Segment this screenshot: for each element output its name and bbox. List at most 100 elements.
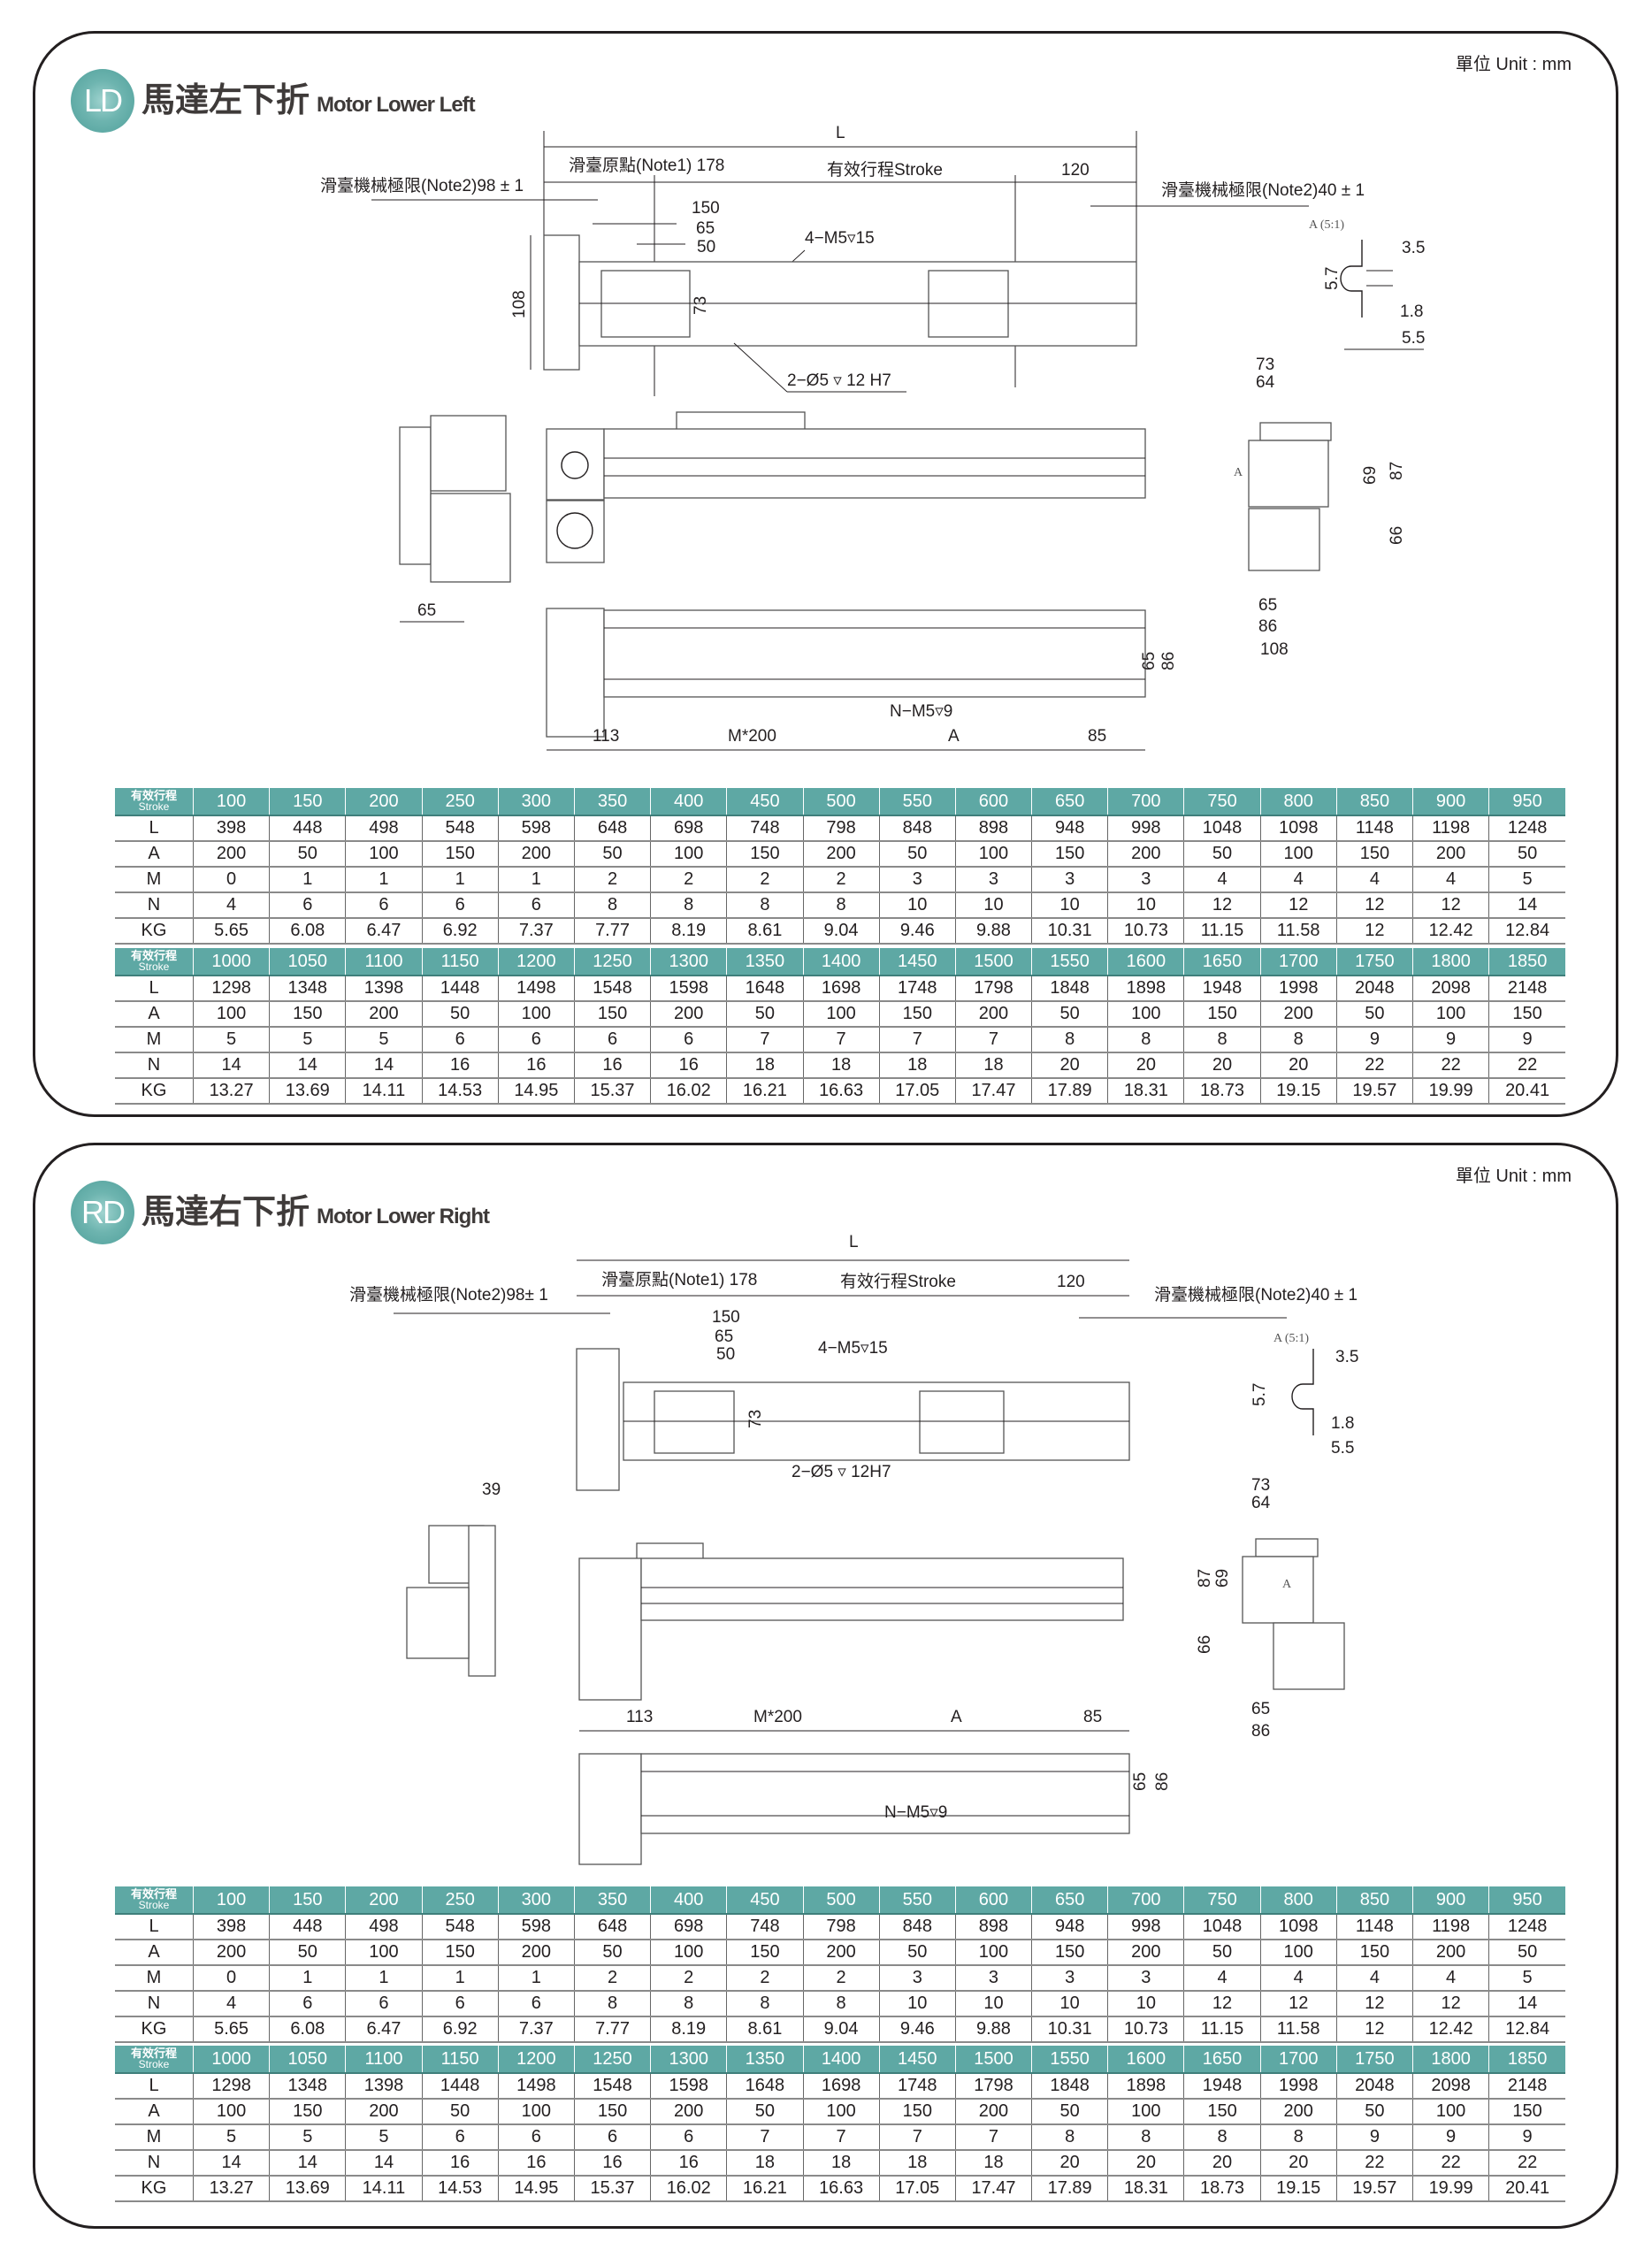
table-cell: 50	[269, 841, 346, 868]
row-label: N	[115, 2150, 194, 2177]
table-cell: 2048	[1335, 2073, 1413, 2100]
stroke-cell: 1800	[1411, 948, 1489, 976]
stroke-cell: 1450	[878, 948, 956, 976]
table-cell: 7	[954, 1027, 1032, 1053]
stroke-cell: 700	[1107, 788, 1184, 816]
stroke-cell: 850	[1335, 788, 1413, 816]
stroke-cell: 250	[421, 788, 499, 816]
table-cell: 4	[1335, 867, 1413, 893]
end-dim-69: 69	[1361, 466, 1380, 485]
table-cell: 100	[1259, 841, 1337, 868]
table-cell: 1948	[1183, 976, 1261, 1002]
table-cell: 5	[1488, 867, 1565, 893]
table-cell: 200	[802, 841, 880, 868]
table-cell: 100	[497, 1001, 575, 1028]
detail-title: A (5:1)	[1309, 218, 1344, 232]
bot-dim-85: 85	[1088, 727, 1106, 746]
table-cell: 8	[726, 892, 803, 919]
row-label: KG	[115, 2176, 194, 2202]
stroke-cell: 450	[726, 1886, 803, 1915]
table-cell: 18	[726, 1052, 803, 1079]
table-cell: 150	[726, 1940, 803, 1966]
table-cell: 9.46	[878, 918, 956, 945]
row-label: A	[115, 2099, 194, 2125]
end-dim-64: 64	[1256, 373, 1275, 392]
table-cell: 19.15	[1259, 1078, 1337, 1105]
table-cell: 200	[802, 1940, 880, 1966]
table-cell: 50	[421, 2099, 499, 2125]
table-cell: 1	[345, 867, 423, 893]
table-cell: 6	[573, 2124, 651, 2151]
table-cell: 150	[878, 1001, 956, 1028]
row-label: KG	[115, 1078, 194, 1105]
table-cell: 19.99	[1411, 2176, 1489, 2202]
stroke-cell: 1600	[1107, 948, 1184, 976]
table-cell: 50	[878, 841, 956, 868]
stroke-cell: 500	[802, 788, 880, 816]
table-cell: 50	[1488, 841, 1565, 868]
table-cell: 10	[878, 1991, 956, 2017]
table-cell: 17.89	[1031, 2176, 1108, 2202]
table-cell: 200	[1259, 2099, 1337, 2125]
dim-limit-right: 滑臺機械極限(Note2)40 ± 1	[1154, 1285, 1358, 1305]
table-cell: 13.69	[269, 2176, 346, 2202]
table-cell: 100	[650, 841, 727, 868]
table-cell: 5	[1488, 1965, 1565, 1992]
table-cell: 5	[192, 2124, 270, 2151]
section-title-en: Motor Lower Left	[317, 93, 476, 117]
table-cell: 948	[1031, 815, 1108, 842]
end-dim-87: 87	[1388, 462, 1406, 480]
table-cell: 18.31	[1107, 1078, 1184, 1105]
bot-dim-113: 113	[626, 1708, 653, 1726]
table-cell: 9	[1488, 2124, 1565, 2151]
table-cell: 6.47	[345, 918, 423, 945]
table-cell: 18	[726, 2150, 803, 2177]
row-label: N	[115, 892, 194, 919]
row-label: M	[115, 1965, 194, 1992]
table-cell: 498	[345, 1914, 423, 1940]
end-dim-65: 65	[1251, 1700, 1270, 1718]
table-cell: 10.73	[1107, 2016, 1184, 2043]
table-cell: 698	[650, 1914, 727, 1940]
table-cell: 1648	[726, 2073, 803, 2100]
stroke-cell: 400	[650, 788, 727, 816]
end-dim-86: 86	[1258, 617, 1277, 636]
table-cell: 16.21	[726, 2176, 803, 2202]
table-cell: 8.19	[650, 918, 727, 945]
stroke-cell: 1650	[1183, 948, 1261, 976]
stroke-cell: 1250	[573, 2046, 651, 2074]
stroke-cell: 1600	[1107, 2046, 1184, 2074]
table-cell: 1298	[192, 2073, 270, 2100]
detail-ref-a: A	[1234, 466, 1243, 479]
table-cell: 16	[497, 2150, 575, 2177]
table-cell: 14	[192, 2150, 270, 2177]
table-cell: 12	[1335, 1991, 1413, 2017]
dim-pin: 2−Ø5 ▿ 12H7	[792, 1463, 891, 1481]
detail-title: A (5:1)	[1273, 1332, 1309, 1345]
table-cell: 1698	[802, 2073, 880, 2100]
table-cell: 898	[954, 815, 1032, 842]
table-cell: 1048	[1183, 815, 1261, 842]
table-cell: 5	[192, 1027, 270, 1053]
dim-3-5: 3.5	[1402, 239, 1425, 257]
table-cell: 200	[1411, 841, 1489, 868]
end-dim-73: 73	[1256, 356, 1274, 374]
stroke-cell: 550	[878, 788, 956, 816]
table-cell: 6	[497, 892, 575, 919]
table-cell: 100	[345, 1940, 423, 1966]
table-cell: 9.88	[954, 2016, 1032, 2043]
table-cell: 3	[878, 867, 956, 893]
table-cell: 8	[1107, 1027, 1184, 1053]
stroke-cell: 600	[954, 788, 1032, 816]
table-cell: 5.65	[192, 918, 270, 945]
table-cell: 1	[497, 867, 575, 893]
table-cell: 200	[1411, 1940, 1489, 1966]
table-cell: 12	[1335, 892, 1413, 919]
table-cell: 3	[1107, 867, 1184, 893]
